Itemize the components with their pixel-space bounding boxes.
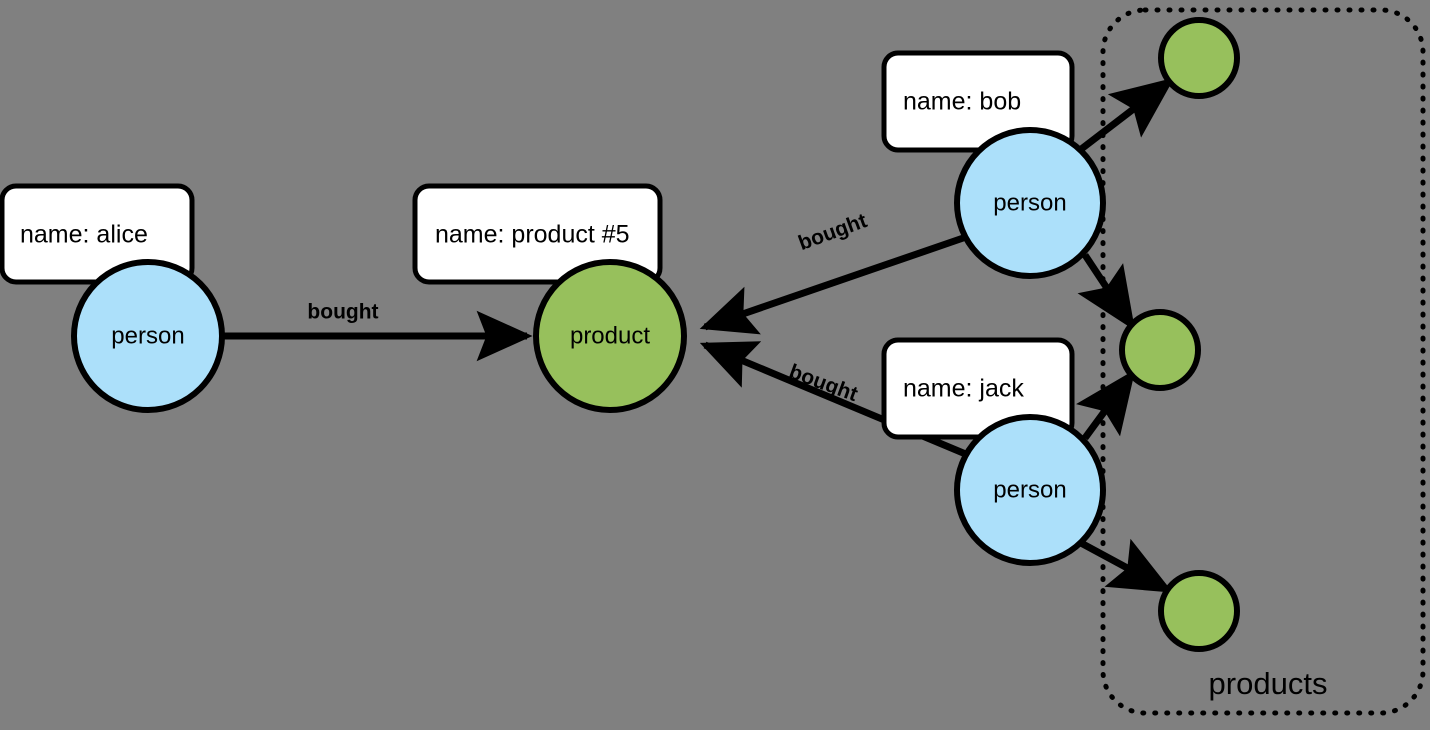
edge-label-jack-bought: bought xyxy=(786,360,861,406)
tooltip-jack: name: jack xyxy=(881,337,1075,440)
node-alice-label: person xyxy=(111,322,184,349)
edge-label-alice-bought: bought xyxy=(307,301,378,324)
node-product5-label: product xyxy=(570,322,650,349)
node-jack-label: person xyxy=(993,476,1066,503)
node-product5-circle[interactable] xyxy=(533,259,687,413)
tooltip-bob-text: name: bob xyxy=(903,88,1021,116)
node-jack[interactable]: person xyxy=(954,414,1106,566)
edge-bob-to-product-top xyxy=(1077,77,1175,153)
tooltip-product-text: name: product #5 xyxy=(435,221,630,249)
node-jack-circle[interactable] xyxy=(954,414,1106,566)
tooltip-jack-text: name: jack xyxy=(903,375,1024,403)
node-bob-label: person xyxy=(993,189,1066,216)
node-bob-circle[interactable] xyxy=(954,127,1106,279)
edge-jack-to-product-middle xyxy=(1076,369,1136,441)
products-group-label: products xyxy=(1209,666,1328,701)
node-product-top[interactable] xyxy=(1158,17,1240,99)
tooltip-product-box xyxy=(412,183,663,285)
node-product-middle[interactable] xyxy=(1119,309,1201,391)
edge-bob-to-product-middle xyxy=(1077,253,1136,331)
edge-label-bob-bought: bought xyxy=(795,209,870,255)
node-bob[interactable]: person xyxy=(954,127,1106,279)
node-alice-circle[interactable] xyxy=(71,259,225,413)
node-product5[interactable]: product xyxy=(533,259,687,413)
tooltip-alice-text: name: alice xyxy=(20,221,148,249)
edge-jack-to-product-bottom xyxy=(1079,538,1173,594)
edge-bob-bought-product xyxy=(699,232,971,335)
node-product-bottom[interactable] xyxy=(1158,570,1240,652)
node-alice[interactable]: person xyxy=(71,259,225,413)
products-group-boundary xyxy=(1100,7,1426,716)
tooltip-product: name: product #5 xyxy=(412,183,663,285)
